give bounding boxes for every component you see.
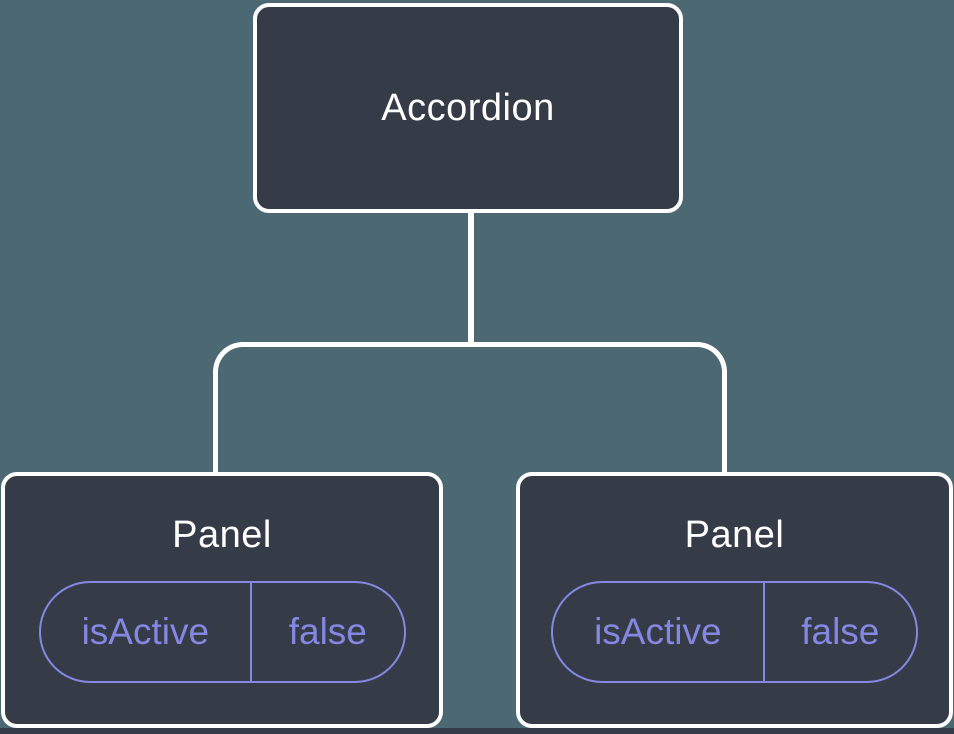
state-pill: isActive false [38,581,406,683]
panel-node-right: Panel isActive false [516,472,953,728]
state-value: false [801,611,880,652]
accordion-node-label: Accordion [381,86,555,129]
state-name: isActive [41,583,253,681]
state-pill: isActive false [551,581,918,683]
panel-node-label: Panel [172,514,272,556]
state-value: false [288,611,367,652]
connector-root-stem [468,210,474,347]
panel-node-label: Panel [684,514,785,556]
page-edge-strip [0,728,954,734]
state-name: isActive [553,583,765,681]
panel-node-left: Panel isActive false [1,472,443,728]
accordion-node: Accordion [253,3,683,213]
connector-branch-bracket [213,342,727,473]
